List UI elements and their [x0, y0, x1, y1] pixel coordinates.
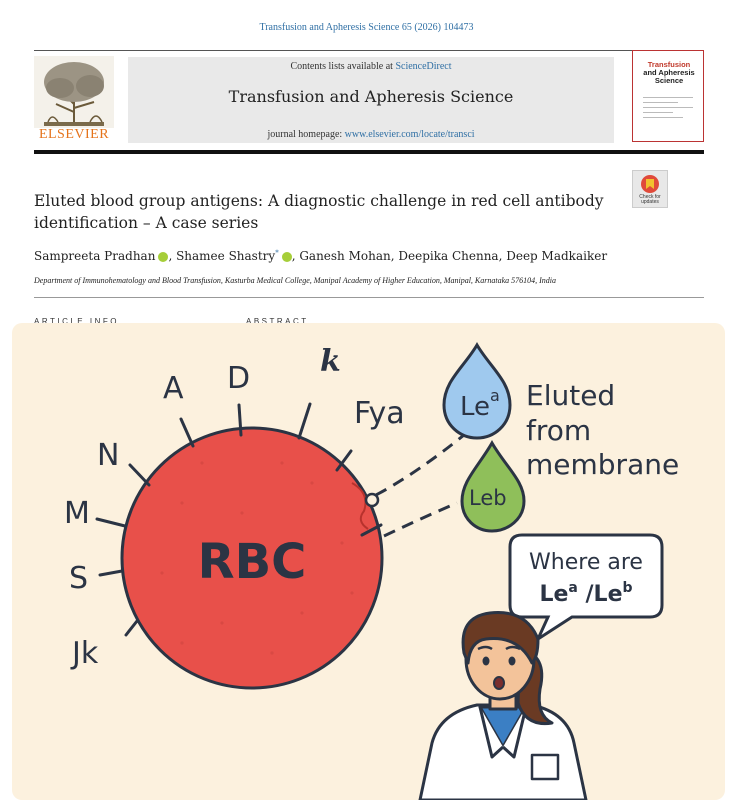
- homepage-prefix: journal homepage:: [267, 129, 345, 140]
- author-list: Sampreeta Pradhan, Shamee Shastry*, Gane…: [34, 249, 608, 263]
- check-for-updates-label: Check for updates: [639, 194, 661, 205]
- scientist-eye-right: [508, 656, 516, 666]
- author[interactable]: Ganesh Mohan: [299, 249, 391, 263]
- author-affiliation: Department of Immunohematology and Blood…: [34, 276, 557, 285]
- antigen-n-marker: [128, 463, 151, 487]
- lea-drop: [442, 342, 512, 440]
- author[interactable]: Shamee Shastry*: [176, 249, 292, 263]
- antigen-fya-marker: [335, 449, 353, 472]
- eluted-caption-line2: from: [526, 414, 591, 447]
- elsevier-tree-logo: [34, 56, 114, 128]
- header-bottom-rule: [34, 150, 704, 154]
- antigen-markers: [95, 402, 383, 637]
- antigen-m-label: M: [64, 496, 90, 531]
- antigen-k-marker: [297, 402, 312, 440]
- leb-label: Leb: [469, 486, 507, 510]
- header-top-rule: [34, 50, 704, 51]
- author[interactable]: Sampreeta Pradhan: [34, 249, 169, 263]
- journal-banner: Contents lists available at ScienceDirec…: [128, 57, 614, 143]
- sciencedirect-link[interactable]: ScienceDirect: [395, 61, 452, 72]
- author[interactable]: Deepika Chenna: [398, 249, 499, 263]
- contents-prefix: Contents lists available at: [290, 61, 396, 72]
- antigen-s-label: S: [69, 561, 88, 596]
- homepage-line: journal homepage: www.elsevier.com/locat…: [128, 129, 614, 140]
- bookmark-icon: [641, 175, 659, 193]
- check-for-updates-button[interactable]: Check for updates: [632, 170, 668, 208]
- elution-path-1: [375, 433, 465, 497]
- abstract-heading: ABSTRACT: [246, 317, 309, 326]
- journal-homepage-link[interactable]: www.elsevier.com/locate/transci: [344, 129, 475, 140]
- lower-right-marker: [360, 523, 383, 537]
- antigen-fya-label: Fya: [354, 396, 405, 431]
- graphical-abstract: RBC A D k Fya N M S Jk: [12, 323, 725, 800]
- affiliation-rule: [34, 297, 704, 298]
- rbc-cell: [120, 426, 384, 690]
- scientist-eye-left: [482, 656, 490, 666]
- leb-drop: [460, 440, 526, 533]
- antigen-a-label: A: [163, 371, 184, 406]
- rbc-texture: [160, 461, 354, 655]
- article-info-heading: ARTICLE INFO: [34, 317, 119, 326]
- antigen-n-label: N: [97, 438, 119, 473]
- journal-cover-thumbnail[interactable]: Transfusion and Apheresis Science: [632, 50, 704, 142]
- antigen-d-marker: [237, 403, 243, 437]
- antigen-a-marker: [179, 417, 195, 448]
- corresponding-author-mark: *: [275, 249, 279, 257]
- publisher-name: ELSEVIER: [38, 127, 110, 142]
- antigen-jk-marker: [124, 619, 139, 637]
- antigen-jk-label: Jk: [70, 636, 99, 671]
- speech-line1: Where are: [529, 550, 643, 575]
- antigen-d-label: D: [227, 361, 250, 396]
- scientist-illustration: [418, 611, 588, 800]
- elution-pore: [364, 492, 380, 508]
- journal-citation: Transfusion and Apheresis Science 65 (20…: [259, 22, 474, 33]
- scientist-mouth: [493, 676, 505, 690]
- antigen-s-marker: [98, 569, 124, 577]
- eluted-caption-line1: Eluted: [526, 379, 615, 412]
- contents-line: Contents lists available at ScienceDirec…: [128, 61, 614, 72]
- coat-pocket: [530, 753, 560, 781]
- elution-pit: [351, 482, 369, 530]
- cover-decoration: [643, 97, 693, 122]
- journal-name: Transfusion and Apheresis Science: [228, 87, 514, 106]
- antigen-k-label: k: [320, 344, 341, 379]
- speech-bubble: [508, 533, 664, 644]
- rbc-label: RBC: [198, 534, 307, 590]
- lea-label: Lea: [460, 386, 500, 422]
- speech-line2: Lea /Leb: [539, 580, 632, 607]
- antigen-m-marker: [95, 517, 127, 528]
- elution-path-2: [383, 501, 458, 538]
- scientist-hair: [461, 611, 540, 665]
- eluted-caption-line3: membrane: [526, 448, 679, 481]
- author[interactable]: Deep Madkaiker: [506, 249, 608, 263]
- article-title: Eluted blood group antigens: A diagnosti…: [34, 192, 604, 232]
- orcid-icon[interactable]: [281, 251, 292, 262]
- cover-title: Transfusion and Apheresis Science: [643, 60, 695, 85]
- orcid-icon[interactable]: [158, 251, 169, 262]
